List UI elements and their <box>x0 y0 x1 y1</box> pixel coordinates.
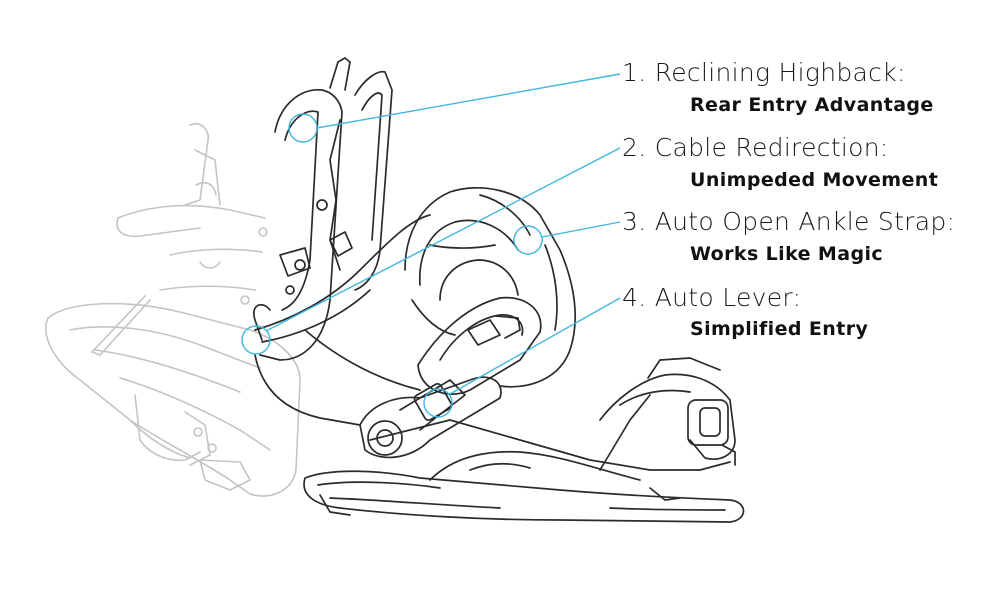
callout-subtitle-1: Rear Entry Advantage <box>690 94 934 116</box>
leader-line-4 <box>449 297 621 395</box>
callout-markers <box>241 73 621 418</box>
callout-title-2: 2. Cable Redirection: <box>622 133 889 162</box>
callout-subtitle-3: Works Like Magic <box>690 243 884 265</box>
callout-title-3: 3. Auto Open Ankle Strap: <box>622 207 956 236</box>
callout-title-4: 4. Auto Lever: <box>622 283 802 312</box>
callout-title-1: 1. Reclining Highback: <box>622 58 906 87</box>
marker-circle-3 <box>513 225 543 255</box>
leader-line-2 <box>265 147 621 332</box>
leader-line-3 <box>541 221 621 238</box>
leader-line-1 <box>316 73 621 129</box>
marker-circle-4 <box>423 388 453 418</box>
reclined-binding-ghost <box>45 122 301 497</box>
binding-illustration <box>253 57 745 523</box>
callout-subtitle-4: Simplified Entry <box>690 318 869 340</box>
marker-circle-2 <box>241 325 271 355</box>
marker-circle-1 <box>288 113 318 143</box>
callout-subtitle-2: Unimpeded Movement <box>690 169 939 191</box>
